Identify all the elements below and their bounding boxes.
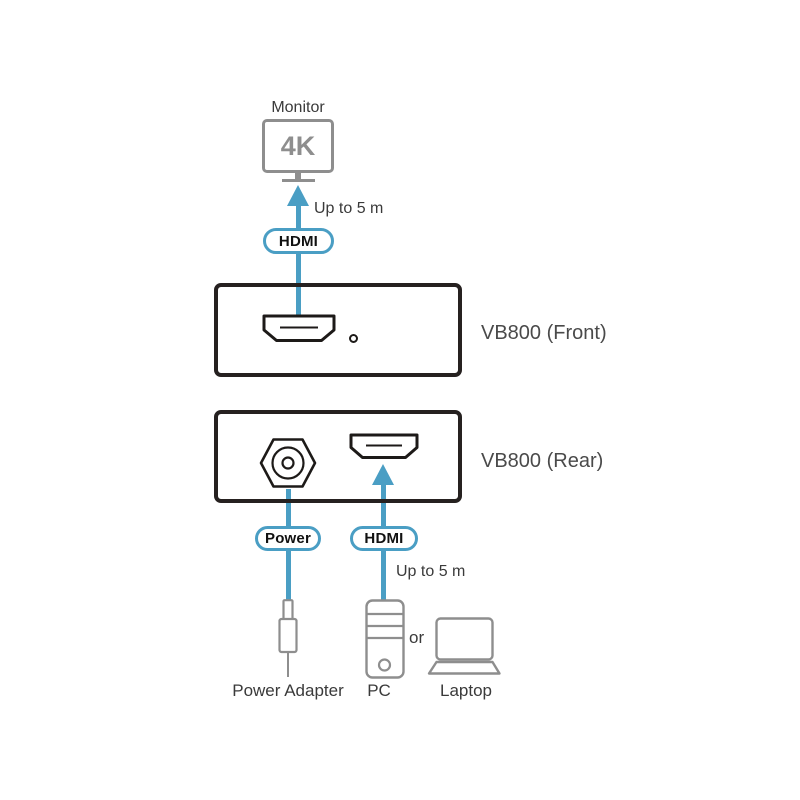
or-text: or [409,628,425,647]
pc-tower-icon [365,599,405,679]
laptop-icon [427,617,501,675]
hdmi-cable-badge-top-label: HDMI [278,232,319,250]
up-arrow-to-monitor-icon [287,185,309,206]
power-cable-badge-label: Power [264,530,311,547]
monitor-icon: 4K [262,119,334,173]
vb800-rear-box [214,410,462,503]
monitor-label: Monitor [271,99,325,116]
vb800-front-box [214,283,462,377]
up-arrow-to-rear-port-icon [372,464,394,485]
cable-line-monitor [296,204,301,229]
power-adapter-icon [278,599,298,677]
power-jack-icon [259,438,317,488]
led-indicator-icon [349,334,358,343]
pc-label: PC [367,681,391,700]
monitor-stand-stem-icon [295,172,301,180]
power-adapter-label: Power Adapter [232,681,344,700]
hdmi-cable-badge-bottom-label: HDMI [364,530,404,547]
hdmi-port-rear-icon [349,433,419,459]
monitor-stand-base-icon [282,179,315,182]
hdmi-cable-badge-bottom: HDMI [350,526,418,551]
rear-device-label: VB800 (Rear) [481,450,604,472]
top-cable-length-note: Up to 5 m [314,200,384,217]
power-cable-badge: Power [255,526,321,551]
front-device-label: VB800 (Front) [481,322,607,344]
bottom-cable-length-note: Up to 5 m [396,563,466,580]
hdmi-cable-badge-top: HDMI [263,228,334,254]
hdmi-port-front-icon [262,314,336,342]
laptop-label: Laptop [440,681,492,700]
monitor-4k-badge: 4K [280,130,316,161]
